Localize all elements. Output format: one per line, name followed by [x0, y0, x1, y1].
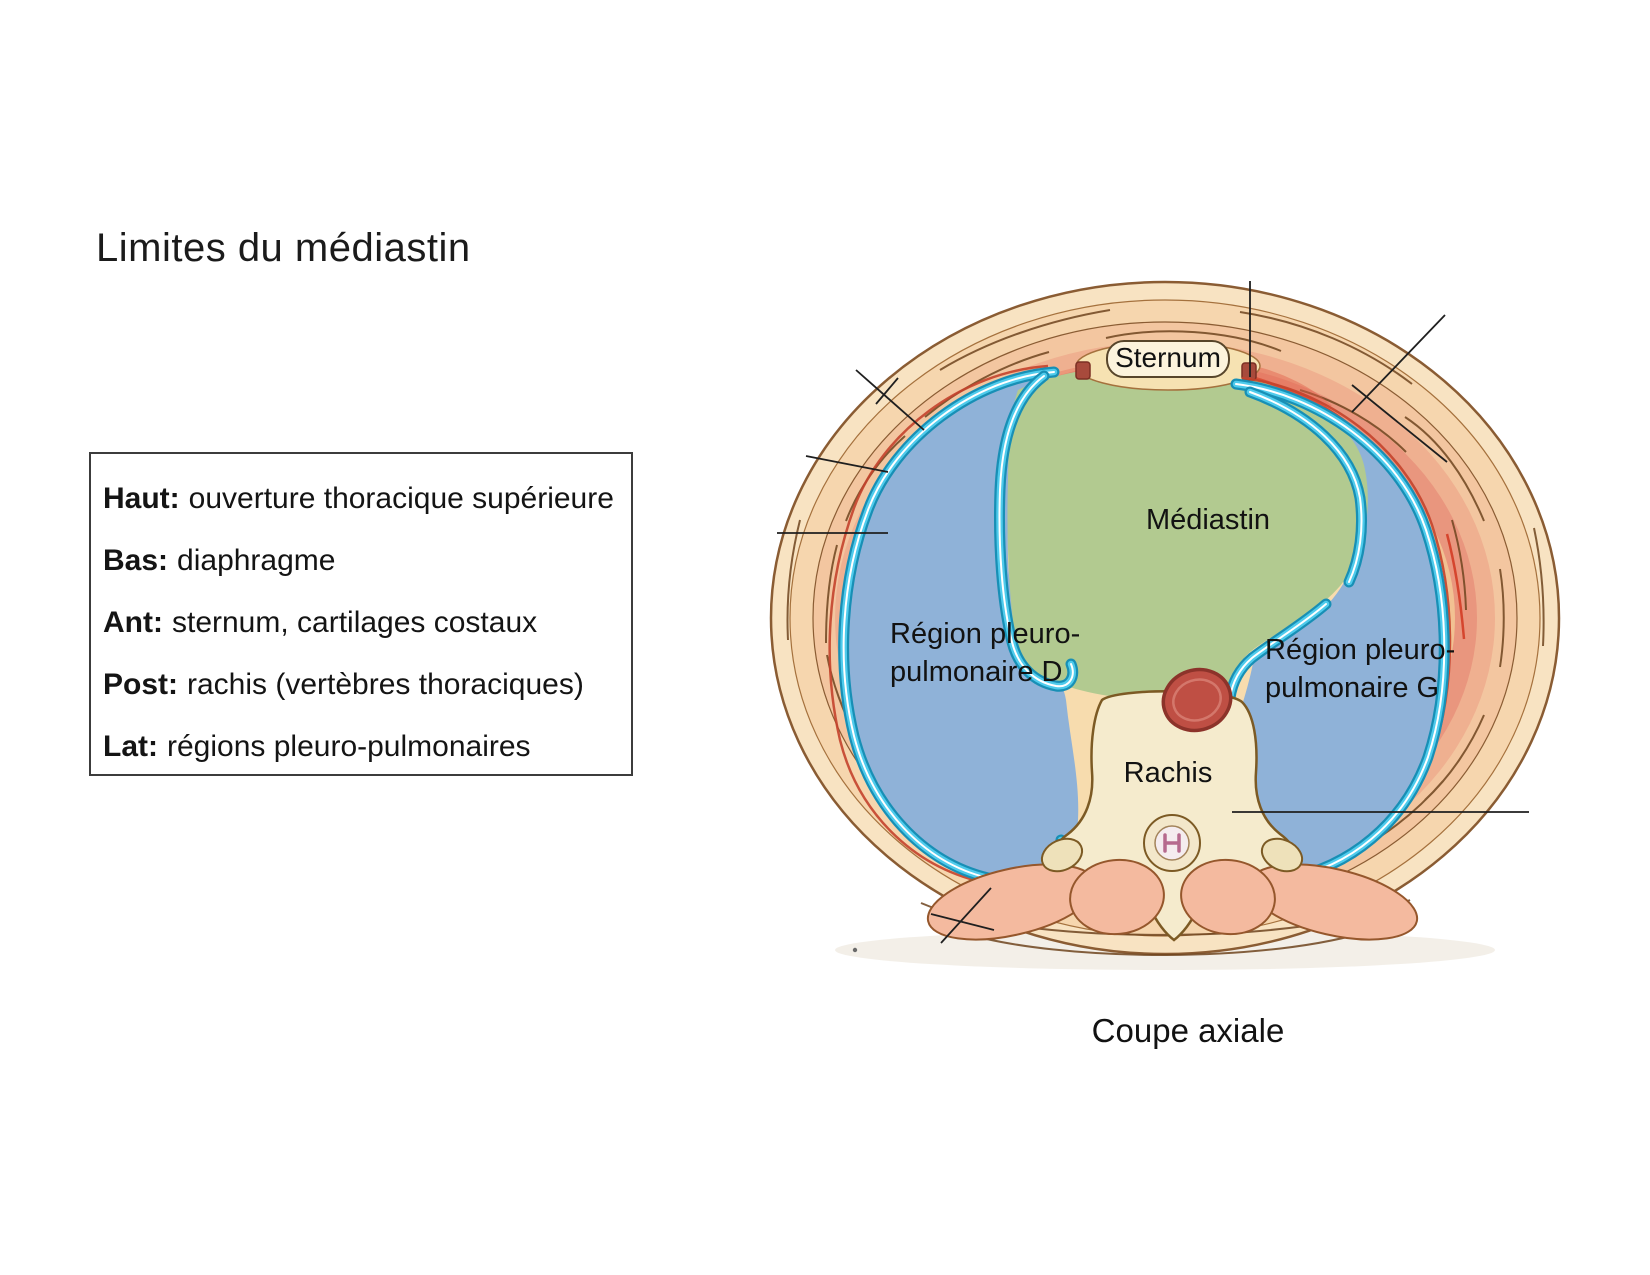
region-g-line1: Région pleuro-	[1265, 634, 1456, 666]
limit-text: sternum, cartilages costaux	[171, 606, 538, 639]
limit-label: Lat:	[103, 730, 158, 763]
limit-label: Haut:	[103, 482, 180, 515]
mediastin-label: Médiastin	[1145, 504, 1271, 536]
mediastinum-limits-box: Haut:ouverture thoracique supérieure Bas…	[89, 452, 633, 776]
region-pleuro-pulmonaire-g-label: Région pleuro- pulmonaire G	[1265, 631, 1505, 707]
diagram-caption: Coupe axiale	[1091, 1012, 1285, 1049]
stray-dot	[852, 947, 858, 953]
limit-item-post: Post: rachis (vertèbres thoraciques)	[103, 666, 623, 704]
leader-left-b	[805, 455, 889, 473]
rib-outlines	[786, 309, 1545, 956]
page-title: Limites du médiastin	[96, 226, 471, 270]
right-pleuropulmonary-region	[847, 378, 1079, 879]
left-pleuropulmonary-region	[1215, 388, 1445, 878]
mediastinum-region	[1007, 365, 1368, 700]
limit-label: Bas:	[103, 544, 169, 577]
aorta	[1161, 667, 1233, 733]
limit-text: ouverture thoracique supérieure	[188, 482, 614, 515]
limit-label: Ant:	[103, 606, 163, 639]
vertebra	[1052, 689, 1296, 942]
rachis-label: Rachis	[1123, 757, 1213, 789]
limit-item-lat: Lat: régions pleuro-pulmonaires	[103, 728, 623, 766]
limit-item-haut: Haut:ouverture thoracique supérieure	[103, 480, 623, 518]
limit-item-bas: Bas:diaphragme	[103, 542, 623, 580]
region-d-line2: pulmonaire D	[890, 656, 1063, 688]
region-g-line2: pulmonaire G	[1265, 672, 1440, 704]
transverse-process-left	[1040, 837, 1084, 873]
transverse-process-right	[1260, 837, 1304, 873]
limit-text: régions pleuro-pulmonaires	[167, 730, 531, 763]
sternum-label: Sternum	[1106, 340, 1230, 378]
limit-text: diaphragme	[177, 544, 336, 577]
limit-label: Post:	[103, 668, 178, 701]
leader-lines	[777, 281, 1529, 944]
leader-bottom-left-a	[930, 913, 995, 931]
leader-left-a	[855, 369, 925, 431]
gray-matter-h	[1163, 833, 1181, 853]
leader-left-a-tick	[875, 377, 899, 405]
region-pleuro-pulmonaire-d-label: Région pleuro- pulmonaire D	[890, 615, 1130, 691]
costal-dot-left	[1075, 361, 1091, 380]
leader-top-right-a	[1351, 314, 1446, 413]
leader-bottom-left-b	[940, 887, 992, 944]
region-d-line1: Région pleuro-	[890, 618, 1081, 650]
limit-text: rachis (vertèbres thoraciques)	[187, 668, 584, 701]
limit-item-ant: Ant:sternum, cartilages costaux	[103, 604, 623, 642]
leader-top-right-b	[1351, 384, 1448, 463]
paraspinal-muscles	[926, 837, 1419, 941]
